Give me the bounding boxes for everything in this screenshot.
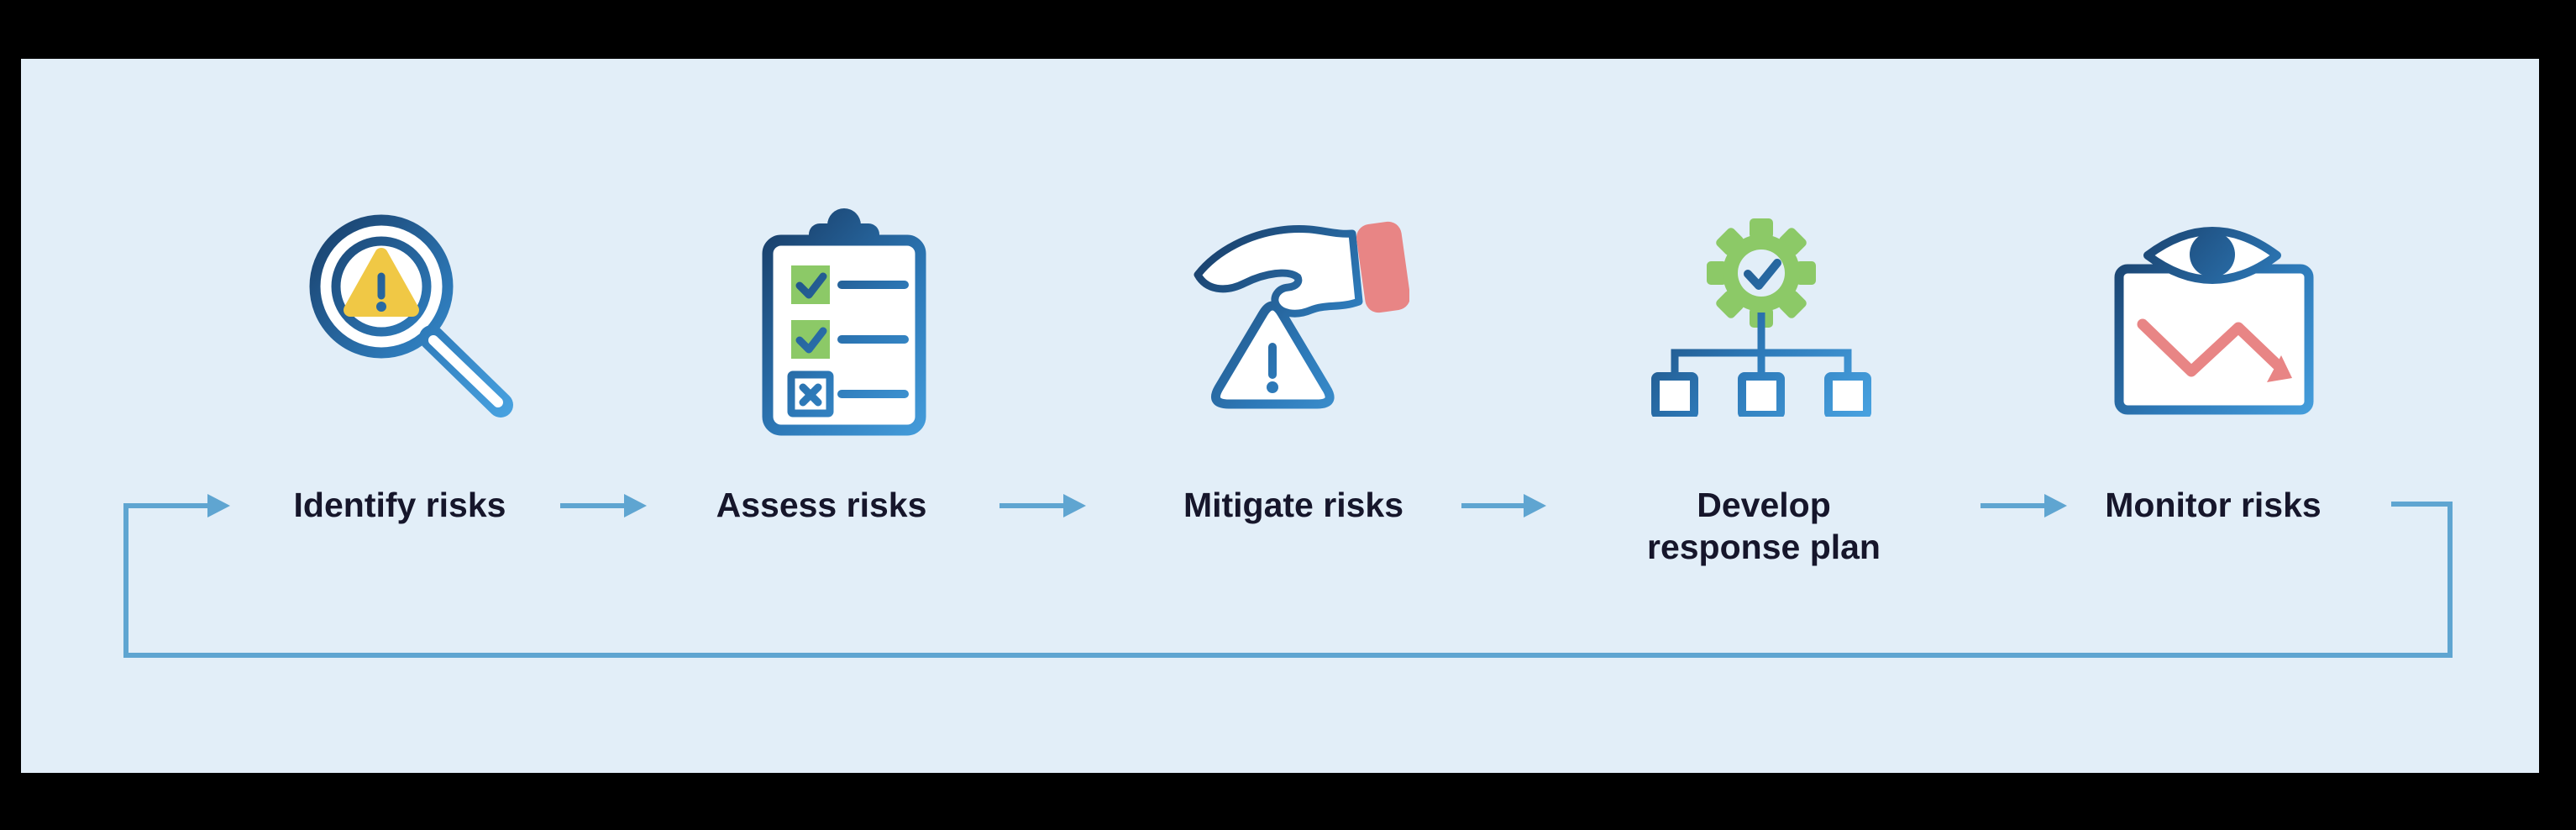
step-label-monitor-risks: Monitor risks [2105, 486, 2322, 524]
step-label-mitigate-risks: Mitigate risks [1183, 486, 1404, 524]
step-label-develop-response-plan: Develop response plan [1647, 486, 1881, 566]
eye-trend-chart-icon [2114, 227, 2314, 415]
step-label-identify-risks: Identify risks [293, 486, 506, 524]
checklist-clipboard-icon [762, 208, 926, 436]
magnifier-warning-icon [309, 214, 513, 418]
step-label-assess-risks: Assess risks [716, 486, 927, 524]
gear-hierarchy-icon [1651, 218, 1871, 417]
hand-over-warning-icon [1194, 221, 1409, 409]
